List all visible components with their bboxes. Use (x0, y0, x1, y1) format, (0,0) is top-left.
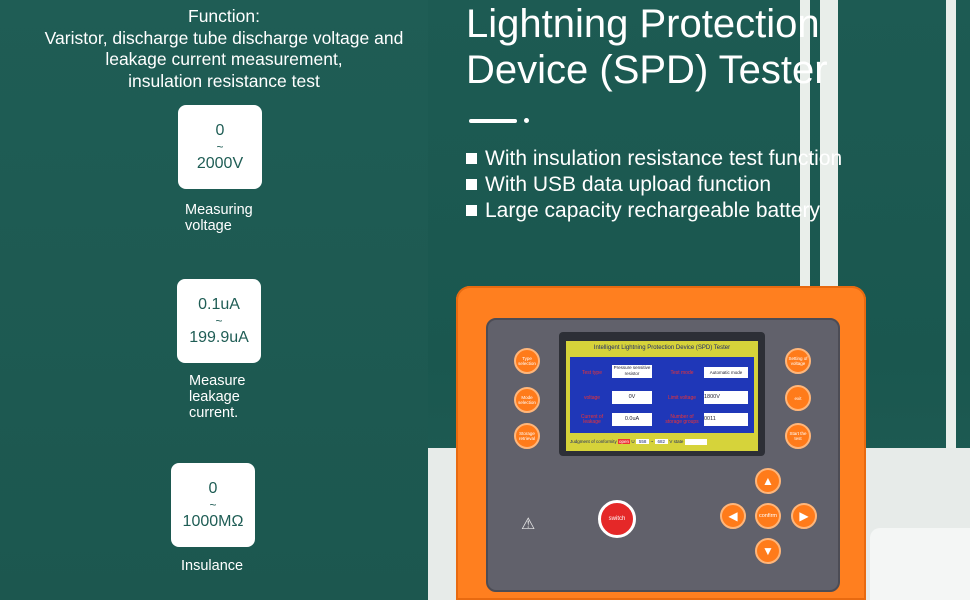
screen-body: Test type Pressure sensitive resistor Te… (570, 357, 754, 433)
range-min: 0.1uA (198, 296, 240, 313)
function-line: insulation resistance test (128, 70, 320, 91)
caption-line: Insulance (181, 558, 244, 574)
leakage-range-card: 0.1uA ~ 199.9uA (177, 279, 261, 363)
arrow-left-button[interactable]: ◀ (720, 503, 746, 529)
test-type-label: Test type (581, 370, 602, 376)
open-indicator: open (618, 439, 631, 444)
limit-voltage-label: Limit voltage (667, 395, 697, 401)
insulation-range-card: 0 ~ 1000MΩ (171, 463, 255, 547)
range-tilde: ~ (216, 140, 224, 154)
bullet-icon (466, 179, 477, 190)
storage-groups-label: Number of storage groups (665, 414, 699, 425)
feature-text: Large capacity rechargeable battery (485, 199, 821, 222)
caption-line: Measuring (185, 202, 253, 218)
power-switch-button[interactable]: switch (598, 500, 636, 538)
test-mode-label: Test mode (670, 370, 694, 376)
v-label: V (669, 439, 673, 444)
range-max: 1000MΩ (182, 513, 244, 530)
voltage-label: voltage (583, 395, 601, 401)
function-heading: Function: (188, 6, 260, 26)
caption-line: voltage (185, 218, 232, 234)
device-screen: Intelligent Lightning Protection Device … (566, 341, 758, 451)
wall-stripe (946, 0, 956, 600)
voltage-value: 0V (612, 391, 652, 404)
range-low-value: 558 (635, 439, 650, 444)
screen-title: Intelligent Lightning Protection Device … (593, 345, 731, 351)
screen-footer: Judgment of conformity open U 558 ~ 682 … (570, 437, 754, 447)
range-min: 0 (215, 122, 225, 139)
setting-voltage-button[interactable]: Setting of voltage (785, 348, 811, 374)
confirm-button[interactable]: confirm (755, 503, 781, 529)
leakage-caption: Measure leakage current. (189, 373, 245, 421)
storage-retrieval-button[interactable]: Storage retrieval (514, 423, 540, 449)
mode-selection-button[interactable]: Mode selection (514, 387, 540, 413)
pedestal (870, 528, 970, 600)
range-high-value: 682 (654, 439, 669, 444)
start-test-button[interactable]: Start the test (785, 423, 811, 449)
voltage-caption: Measuring voltage (185, 202, 253, 234)
voltage-range-card: 0 ~ 2000V (178, 105, 262, 189)
function-description: Function: Varistor, discharge tube disch… (0, 6, 448, 92)
range-max: 2000V (196, 155, 244, 172)
function-line: leakage current measurement, (105, 49, 343, 69)
arrow-right-button[interactable]: ▶ (791, 503, 817, 529)
range-tilde: ~ (215, 314, 223, 328)
state-box (684, 438, 707, 445)
storage-groups-value: 0011 (704, 413, 748, 426)
range-max: 199.9uA (189, 329, 249, 346)
insulation-caption: Insulance (181, 558, 243, 574)
feature-text: With insulation resistance test function (485, 147, 843, 170)
bullet-icon (466, 205, 477, 216)
caption-line: leakage (189, 389, 240, 405)
test-type-value: Pressure sensitive resistor (612, 365, 652, 378)
bullet-icon (466, 153, 477, 164)
feature-item: Large capacity rechargeable battery (466, 198, 820, 224)
range-tilde: ~ (650, 439, 654, 444)
feature-text: With USB data upload function (485, 173, 772, 196)
title-line: Lightning Protection (466, 2, 820, 46)
title-underline (469, 119, 517, 123)
leakage-current-label: Current of leakage (580, 414, 604, 425)
type-selection-button[interactable]: Type selection (514, 348, 540, 374)
limit-voltage-value: 1800V (704, 391, 748, 404)
exit-button[interactable]: exit (785, 385, 811, 411)
arrow-down-button[interactable]: ▼ (755, 538, 781, 564)
range-min: 0 (208, 480, 218, 497)
judgment-label: Judgment of conformity (570, 439, 617, 444)
feature-item: With insulation resistance test function (466, 146, 842, 172)
feature-item: With USB data upload function (466, 172, 771, 198)
state-label: state (673, 439, 684, 444)
range-tilde: ~ (209, 498, 217, 512)
u-label: U (631, 439, 635, 444)
title-line: Device (SPD) Tester (466, 48, 828, 92)
function-line: Varistor, discharge tube discharge volta… (44, 27, 404, 48)
leakage-current-value: 0.0uA (612, 413, 652, 426)
product-title: Lightning Protection Device (SPD) Tester (466, 1, 828, 93)
test-mode-value: Automatic mode (704, 367, 748, 378)
caption-line: current. (189, 405, 239, 421)
warning-icon: ⚠ (521, 516, 536, 533)
caption-line: Measure (189, 373, 246, 389)
title-dot (524, 118, 529, 123)
arrow-up-button[interactable]: ▲ (755, 468, 781, 494)
